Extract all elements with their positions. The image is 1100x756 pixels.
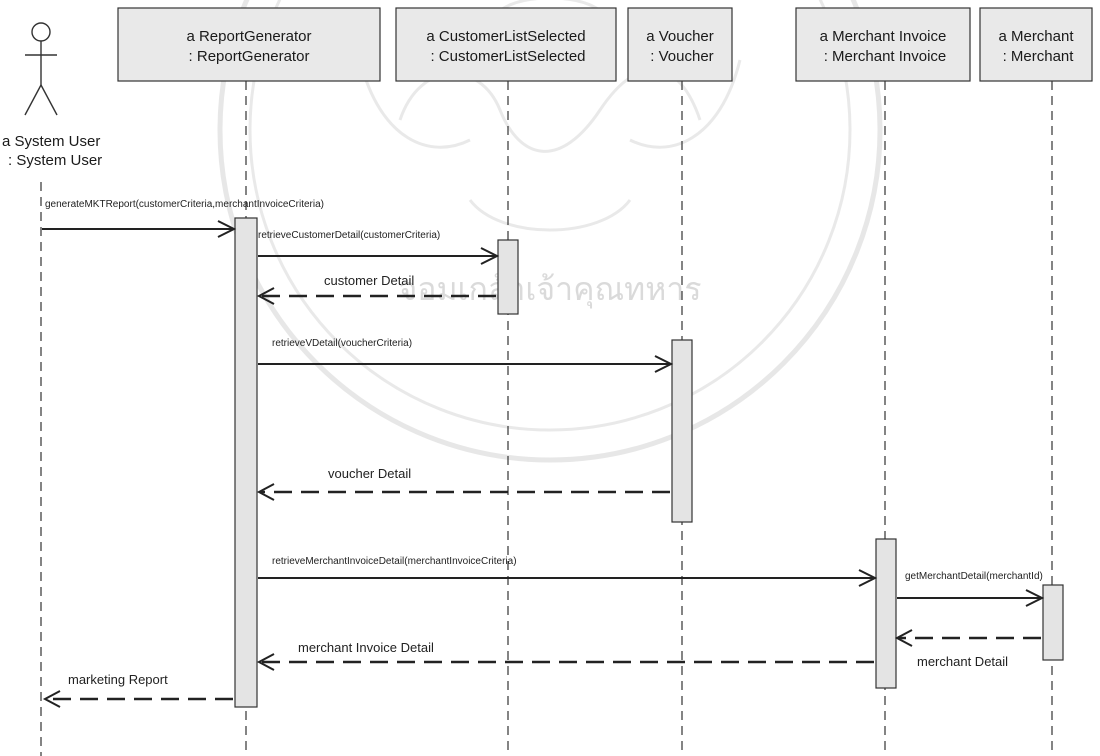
object-name: a Merchant Invoice: [820, 28, 947, 45]
activation-report-generator: [234, 217, 258, 708]
return-merchant-invoice-detail: merchant Invoice Detail: [256, 640, 874, 671]
object-voucher: a Voucher : Voucher: [627, 7, 733, 82]
actor-label-line1: a System User: [2, 133, 100, 150]
object-type: : Voucher: [650, 48, 713, 65]
message-retrieve-merchant-invoice-detail: retrieveMerchantInvoiceDetail(merchantIn…: [258, 556, 878, 587]
return-customer-detail: customer Detail: [256, 273, 496, 305]
object-name: a Voucher: [646, 28, 714, 45]
activation-customer-list-selected: [497, 239, 519, 315]
return-label: voucher Detail: [328, 466, 411, 481]
object-name: a CustomerListSelected: [426, 28, 585, 45]
message-label: generateMKTReport(customerCriteria,merch…: [45, 199, 324, 210]
object-report-generator: a ReportGenerator : ReportGenerator: [117, 7, 381, 82]
return-merchant-detail: merchant Detail: [894, 629, 1041, 669]
message-get-merchant-detail: getMerchantDetail(merchantId): [897, 571, 1045, 607]
activation-merchant: [1042, 584, 1064, 661]
message-label: retrieveVDetail(voucherCriteria): [272, 338, 412, 349]
system-user-actor: a System User : System User: [2, 22, 102, 169]
return-marketing-report: marketing Report: [42, 672, 233, 708]
object-type: : ReportGenerator: [189, 48, 310, 65]
object-type: : Merchant Invoice: [824, 48, 947, 65]
message-retrieve-v-detail: retrieveVDetail(voucherCriteria): [258, 338, 674, 373]
message-label: retrieveMerchantInvoiceDetail(merchantIn…: [272, 556, 517, 567]
object-name: a ReportGenerator: [186, 28, 311, 45]
return-label: merchant Detail: [917, 654, 1008, 669]
watermark-text: จอมเกล้าเจ้าคุณทหาร: [398, 270, 701, 309]
actor-label-line2: : System User: [8, 152, 102, 169]
message-label: getMerchantDetail(merchantId): [905, 571, 1043, 582]
message-generate-mkt-report: generateMKTReport(customerCriteria,merch…: [42, 199, 324, 238]
return-label: merchant Invoice Detail: [298, 640, 434, 655]
activation-voucher: [671, 339, 693, 523]
object-merchant: a Merchant : Merchant: [979, 7, 1093, 82]
message-label: retrieveCustomerDetail(customerCriteria): [258, 230, 440, 241]
return-label: marketing Report: [68, 672, 168, 687]
return-label: customer Detail: [324, 273, 414, 288]
activation-merchant-invoice: [875, 538, 897, 689]
object-type: : Merchant: [1003, 48, 1075, 65]
object-type: : CustomerListSelected: [430, 48, 585, 65]
stick-figure-icon: [24, 22, 58, 116]
return-voucher-detail: voucher Detail: [256, 466, 670, 501]
message-retrieve-customer-detail: retrieveCustomerDetail(customerCriteria): [258, 230, 500, 265]
object-customer-list-selected: a CustomerListSelected : CustomerListSel…: [395, 7, 617, 82]
object-merchant-invoice: a Merchant Invoice : Merchant Invoice: [795, 7, 971, 82]
object-name: a Merchant: [998, 28, 1074, 45]
